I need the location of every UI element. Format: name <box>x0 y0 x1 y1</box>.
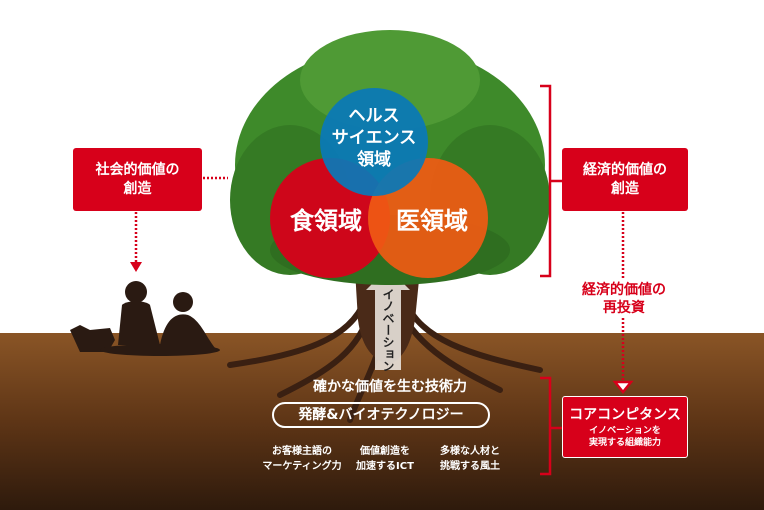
innovation-arrow <box>366 268 410 370</box>
tech-title: 確かな価値を生む技術力 <box>313 379 467 395</box>
connectors <box>130 84 634 476</box>
people-dog-silhouette <box>70 281 220 356</box>
economic-value-box: 経済的価値の 創造 <box>562 148 688 211</box>
core-competence-box: コアコンピタンス イノベーションを 実現する組織能力 <box>562 396 688 458</box>
pillar-culture: 多様な人材と 挑戦する風土 <box>440 446 500 472</box>
pillar-marketing: お客様主語の マーケティング力 <box>262 446 342 472</box>
pillar-ict: 価値創造を 加速するICT <box>356 446 414 472</box>
innovation-label: イノベーション <box>381 288 395 372</box>
reinvest-label: 経済的価値の 再投資 <box>572 281 676 317</box>
tech-pill: 発酵&バイオテクノロジー <box>272 402 490 428</box>
core-subtitle: イノベーションを 実現する組織能力 <box>588 425 661 448</box>
social-value-box: 社会的価値の 創造 <box>73 148 202 211</box>
health-science-circle: ヘルス サイエンス 領域 <box>320 88 428 196</box>
core-title: コアコンピタンス <box>569 406 681 423</box>
